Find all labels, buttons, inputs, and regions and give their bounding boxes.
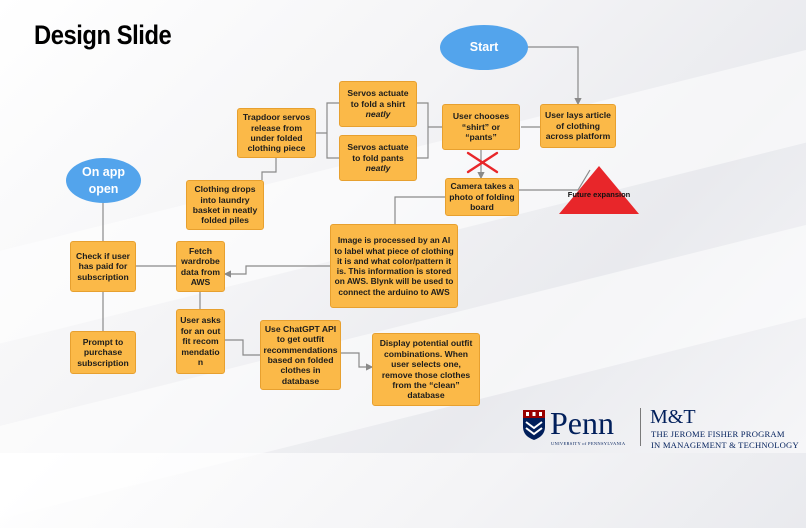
penn-wordmark: Penn bbox=[550, 405, 614, 441]
slide-title: Design Slide bbox=[34, 20, 172, 50]
connector-ask-to-chatgpt bbox=[225, 339, 260, 356]
flow-connectors bbox=[102, 46, 591, 371]
user-lays-clothing-box: User lays article of clothing across pla… bbox=[540, 104, 616, 148]
connector-start-to-lay bbox=[527, 46, 582, 106]
mt-line-2: IN MANAGEMENT & TECHNOLOGY bbox=[651, 440, 799, 450]
future-expansion-triangle bbox=[559, 166, 639, 214]
penn-shield-icon bbox=[523, 410, 545, 440]
mt-line-1: THE JEROME FISHER PROGRAM bbox=[651, 429, 785, 439]
clothing-drops-box: Clothing drops into laundry basket in ne… bbox=[186, 180, 264, 230]
on-app-open-node: On app open bbox=[66, 158, 141, 203]
connector-choose-to-servos bbox=[417, 102, 442, 159]
penn-logo: Penn UNIVERSITY of PENNSYLVANIA bbox=[522, 405, 634, 449]
connector-trapdoor-to-drops bbox=[261, 158, 277, 180]
fetch-wardrobe-box: Fetch wardrobe data from AWS bbox=[176, 241, 225, 292]
start-node: Start bbox=[440, 25, 528, 70]
connector-servos-to-trapdoor bbox=[316, 102, 339, 159]
penn-subtitle: UNIVERSITY of PENNSYLVANIA bbox=[551, 441, 626, 446]
future-expansion-node: Future expansion bbox=[558, 165, 640, 215]
cross-mark-icon bbox=[466, 151, 499, 174]
future-expansion-label: Future expansion bbox=[567, 190, 631, 199]
image-processed-box: Image is processed by an AI to label wha… bbox=[330, 224, 458, 308]
connector-camera-to-image bbox=[394, 196, 445, 224]
connector-camera-to-future bbox=[519, 169, 591, 191]
connector-chatgpt-to-display bbox=[341, 352, 374, 371]
user-asks-box: User asks for an outfit recommendation bbox=[176, 309, 225, 374]
display-outfits-box: Display potential outfit combinations. W… bbox=[372, 333, 480, 406]
camera-photo-box: Camera takes a photo of folding board bbox=[445, 178, 519, 216]
user-chooses-box: User chooses “shirt” or “pants” bbox=[442, 104, 520, 150]
chatgpt-api-box: Use ChatGPT API to get outfit recommenda… bbox=[260, 320, 341, 390]
mt-wordmark: M&T bbox=[650, 406, 696, 428]
trapdoor-servos-box: Trapdoor servos release from under folde… bbox=[237, 108, 316, 158]
prompt-purchase-box: Prompt to purchase subscription bbox=[70, 331, 136, 374]
check-subscription-box: Check if user has paid for subscription bbox=[70, 241, 136, 292]
logo-divider bbox=[640, 408, 641, 446]
connector-image-to-fetch bbox=[223, 265, 330, 278]
